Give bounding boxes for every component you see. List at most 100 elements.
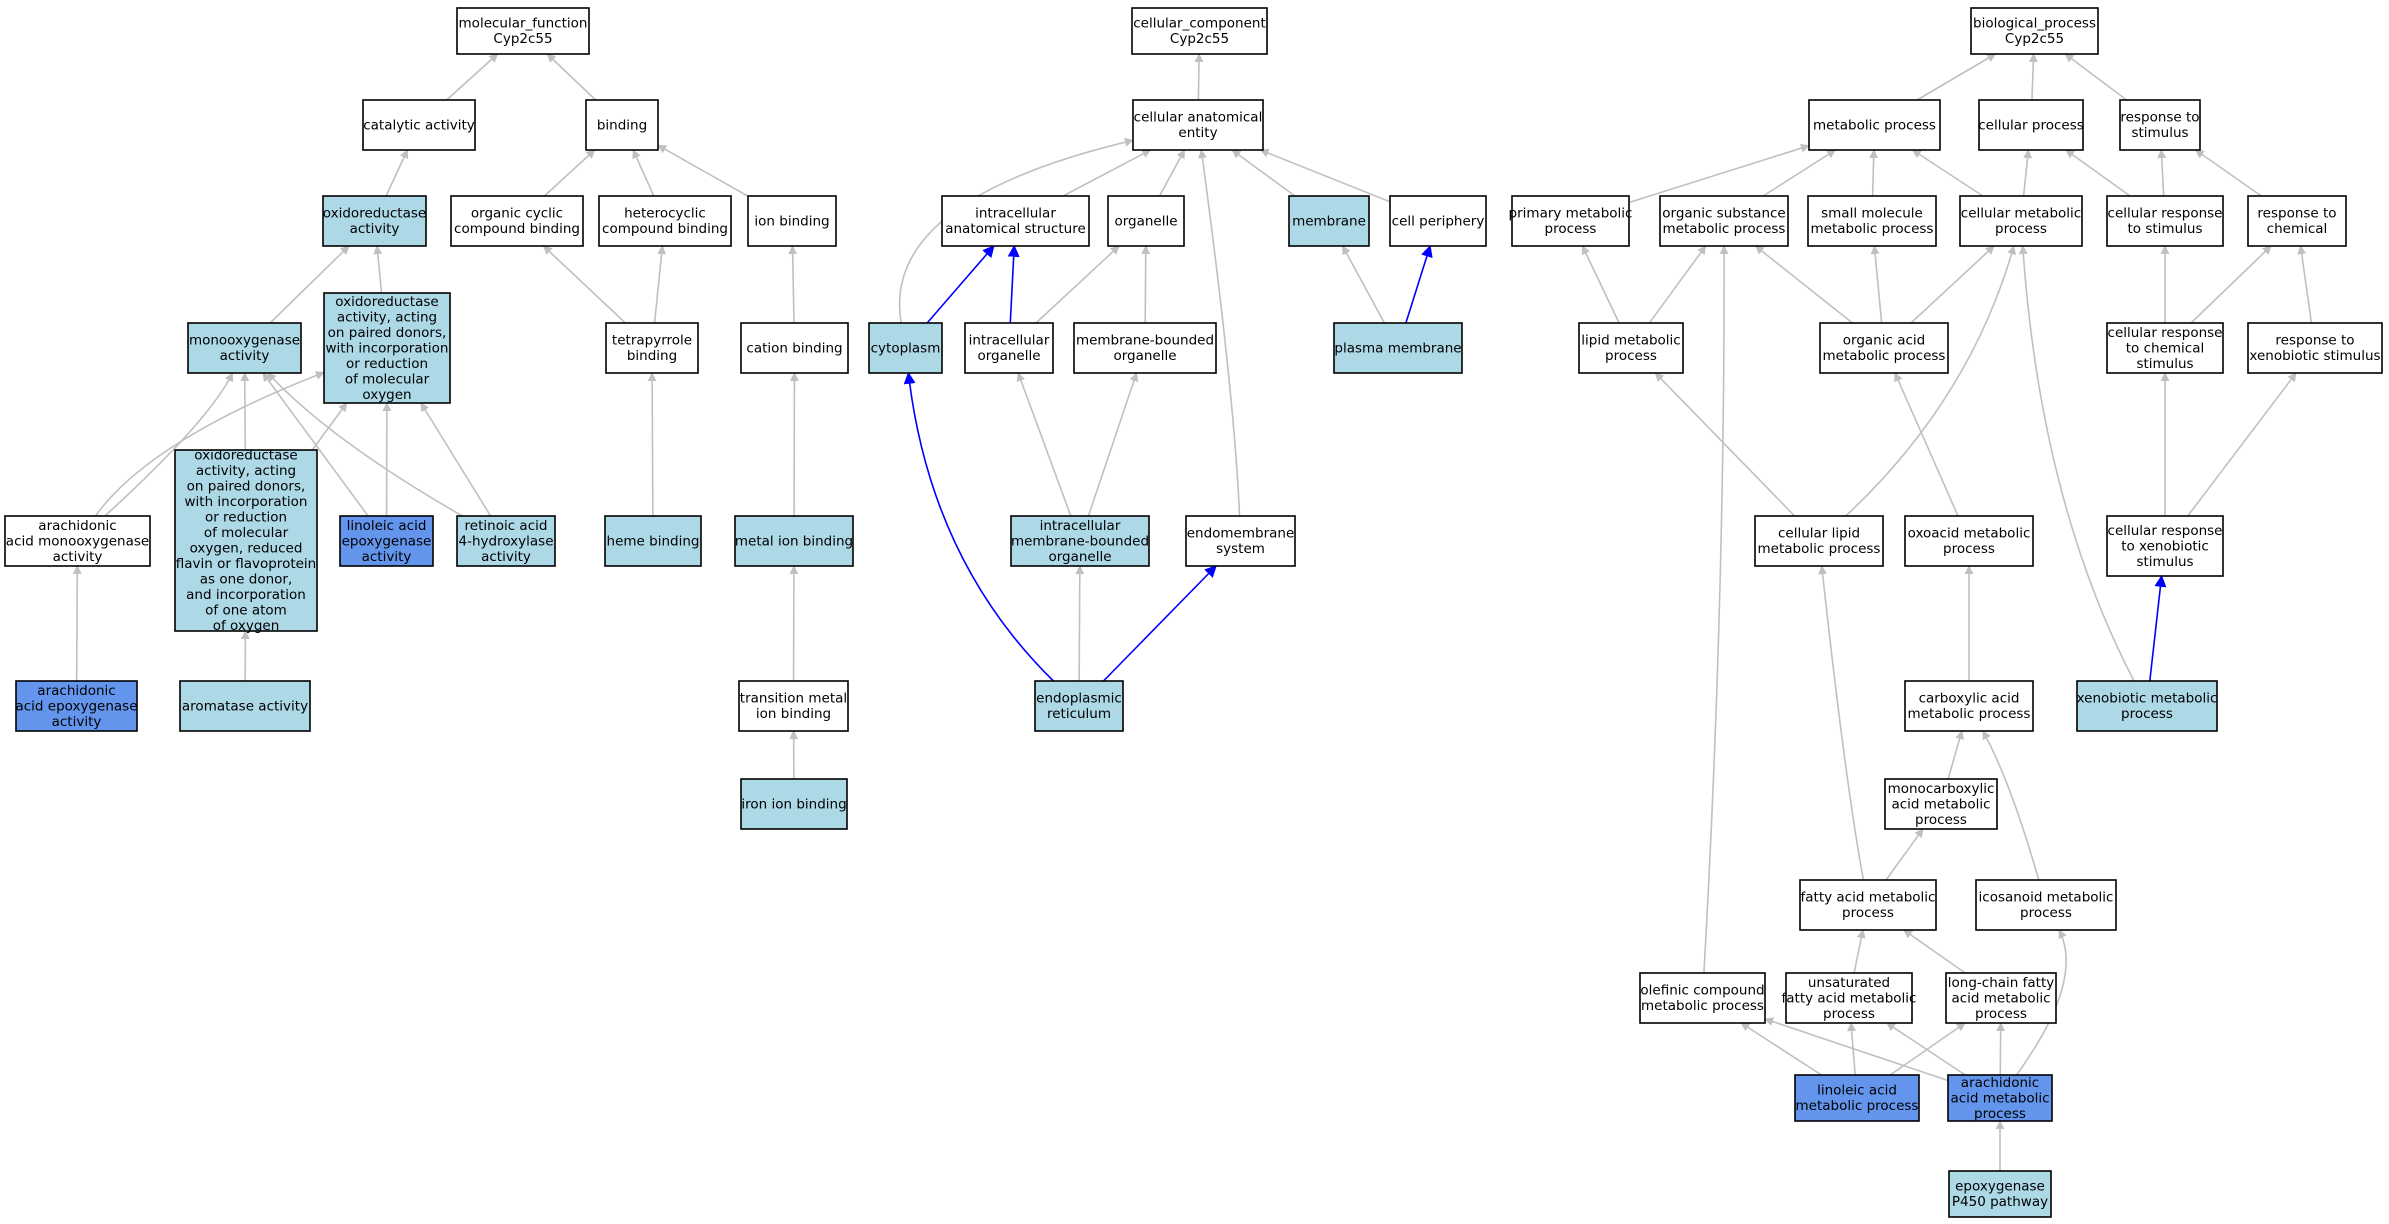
node-organelle[interactable]: organelle [1107,195,1185,247]
node-heme[interactable]: heme binding [604,515,702,567]
edge-heterocyclic-to-binding [632,149,655,197]
node-label: membrane [1292,213,1366,229]
edge-xeno_met-to-cell_resp_xeno [2149,574,2167,682]
node-cell-periphery[interactable]: cell periphery [1389,195,1487,247]
edge-binding-to-mf [546,53,597,101]
node-label-line: metal ion binding [735,533,853,549]
node-label-line: stimulus [2136,356,2193,372]
node-label-line: organic cyclic [471,206,563,222]
edge-intracell_org-to-organelle [1035,245,1120,324]
edge-linoleic_met-to-olefinic [1740,1022,1822,1076]
node-label-line: molecular_function [459,16,588,32]
node-box [187,322,302,374]
node-metabolic[interactable]: metabolic process [1808,99,1941,151]
node-binding[interactable]: binding [585,99,659,151]
node-iron-ion[interactable]: iron ion binding [740,778,848,830]
node-label-line: process [2020,905,2072,921]
edge-cell_lipid-to-cell_met [1845,245,2016,517]
node-label: cell periphery [1392,213,1485,229]
node-box [740,322,849,374]
node-membrane[interactable]: membrane [1288,195,1370,247]
node-label-line: xenobiotic stimulus [2249,348,2380,364]
node-label-line: metabolic process [1823,348,1946,364]
node-label-line: arachidonic [37,683,115,699]
node-label-line: cellular response [2108,206,2223,222]
node-box [605,322,699,374]
node-catalytic[interactable]: catalytic activity [362,99,476,151]
node-box [1132,99,1264,151]
node-metal-ion[interactable]: metal ion binding [734,515,854,567]
edge-oxred-to-catalytic [385,149,409,197]
node-label-line: activity [350,221,400,237]
node-plasma-membrane[interactable]: plasma membrane [1333,322,1463,374]
node-label: plasma membrane [1334,340,1461,356]
edge-heme-to-tetrapyrrole [647,372,657,517]
node-label: cytoplasm [871,340,941,356]
edge-ion_binding-to-binding [657,144,749,197]
node-label: metabolic process [1813,117,1936,133]
node-label-line: oxidoreductase [323,206,426,222]
node-cellular-proc[interactable]: cellular process [1978,99,2084,151]
node-box [1978,99,2084,151]
node-label-line: to stimulus [2128,221,2203,237]
node-aromatase[interactable]: aromatase activity [179,680,311,732]
node-ion-binding[interactable]: ion binding [747,195,837,247]
node-label: binding [597,117,647,133]
node-cation[interactable]: cation binding [740,322,849,374]
node-box [2106,515,2224,577]
edge-oxred_paired-to-oxred [373,245,383,294]
node-label-line: cellular metabolic [1961,206,2081,222]
node-cytoplasm[interactable]: cytoplasm [868,322,943,374]
